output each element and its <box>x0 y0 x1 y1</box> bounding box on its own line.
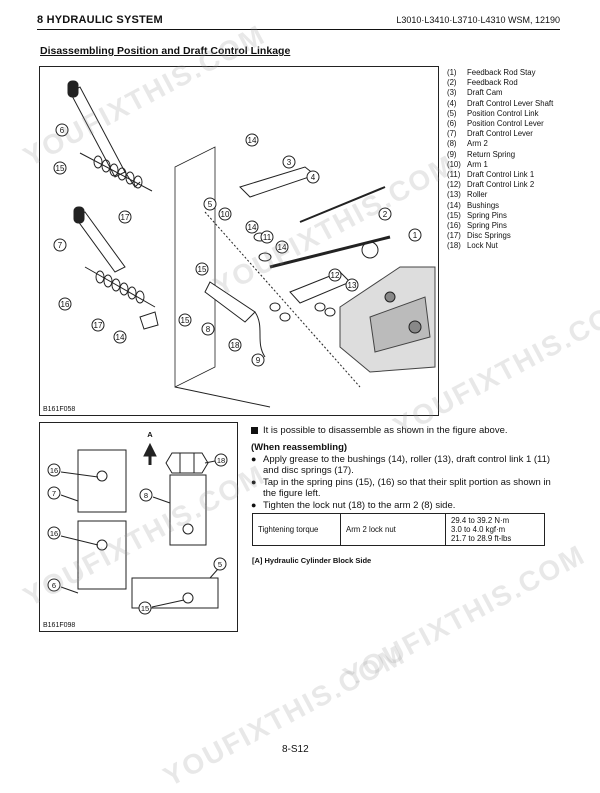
callout-15d: 15 <box>141 604 149 613</box>
reassembly-notes: It is possible to disassemble as shown i… <box>251 425 551 512</box>
callout-2: 2 <box>383 210 388 219</box>
watermark: YOUFIXTHIS.COM <box>338 538 591 693</box>
callout-8b: 8 <box>144 491 148 500</box>
callout-5: 5 <box>208 200 213 209</box>
legend-item: (11)Draft Control Link 1 <box>447 170 535 180</box>
figure-code: B161F098 <box>43 622 76 629</box>
reassembly-heading: (When reassembling) <box>251 442 348 453</box>
legend-item: (8)Arm 2 <box>447 139 488 149</box>
torque-item: Arm 2 lock nut <box>340 513 446 546</box>
callout-13: 13 <box>348 281 357 290</box>
callout-7b: 7 <box>52 489 56 498</box>
watermark: YOUFIXTHIS.COM <box>158 638 411 793</box>
bullet-icon: ● <box>251 477 257 487</box>
section-title: Disassembling Position and Draft Control… <box>40 45 291 57</box>
callout-16b: 16 <box>50 529 58 538</box>
legend-item: (16)Spring Pins <box>447 221 507 231</box>
page-number: 8-S12 <box>282 744 309 755</box>
note-text: It is possible to disassemble as shown i… <box>263 425 508 436</box>
parts-legend: (1)Feedback Rod Stay (2)Feedback Rod (3)… <box>447 68 577 252</box>
legend-item: (5)Position Control Link <box>447 108 539 118</box>
torque-values: 29.4 to 39.2 N·m 3.0 to 4.0 kgf·m 21.7 t… <box>445 513 545 546</box>
square-bullet-icon <box>251 427 258 434</box>
exploded-diagram: 6 15 17 7 16 17 14 14 3 4 5 10 14 11 14 … <box>39 66 439 416</box>
torque-table: Tightening torque Arm 2 lock nut 29.4 to… <box>252 513 545 546</box>
callout-14b: 14 <box>248 136 257 145</box>
header-rule <box>37 29 560 30</box>
cylinder-side-note: [A] Hydraulic Cylinder Block Side <box>252 556 372 565</box>
callout-15a: 15 <box>56 164 65 173</box>
spring-pin-diagram: A 16 7 16 6 8 18 15 5 B161F098 <box>39 422 238 632</box>
callout-12: 12 <box>331 271 340 280</box>
callout-17a: 17 <box>121 213 130 222</box>
legend-item: (2)Feedback Rod <box>447 78 518 88</box>
callout-16: 16 <box>61 300 70 309</box>
legend-item: (17)Disc Springs <box>447 231 511 241</box>
legend-item: (12)Draft Control Link 2 <box>447 180 535 190</box>
view-arrow-label: A <box>147 430 153 439</box>
callout-4: 4 <box>311 173 316 182</box>
legend-item: (9)Return Spring <box>447 149 516 159</box>
legend-item: (18)Lock Nut <box>447 241 498 251</box>
model-reference: L3010·L3410·L3710·L4310 WSM, 12190 <box>396 15 560 25</box>
reassembly-steps: ●Apply grease to the bushings (14), roll… <box>251 454 551 511</box>
callout-6b: 6 <box>52 581 56 590</box>
legend-item: (14)Bushings <box>447 200 500 210</box>
legend-item: (10)Arm 1 <box>447 159 488 169</box>
legend-item: (1)Feedback Rod Stay <box>447 68 536 77</box>
callout-14d: 14 <box>278 243 287 252</box>
callout-11: 11 <box>263 233 272 242</box>
callout-16a: 16 <box>50 466 58 475</box>
callout-18: 18 <box>231 341 240 350</box>
callout-14c: 14 <box>248 223 257 232</box>
step-item: ●Tap in the spring pins (15), (16) so th… <box>251 477 551 499</box>
callout-10: 10 <box>221 210 230 219</box>
torque-label: Tightening torque <box>252 513 341 546</box>
step-item: ●Tighten the lock nut (18) to the arm 2 … <box>251 500 456 511</box>
callout-3: 3 <box>287 158 292 167</box>
bullet-icon: ● <box>251 454 257 464</box>
callout-9: 9 <box>256 356 261 365</box>
legend-item: (13)Roller <box>447 190 488 200</box>
figure-code: B161F058 <box>43 406 76 413</box>
callout-7: 7 <box>58 241 63 250</box>
callout-14a: 14 <box>116 333 125 342</box>
callout-8: 8 <box>206 325 211 334</box>
legend-item: (6)Position Control Lever <box>447 119 544 129</box>
callout-6a: 6 <box>60 126 65 135</box>
exploded-diagram-drawing: 6 15 17 7 16 17 14 14 3 4 5 10 14 11 14 … <box>53 80 436 408</box>
bullet-icon: ● <box>251 500 257 510</box>
spring-pin-drawing: A 16 7 16 6 8 18 15 5 <box>47 430 228 615</box>
callout-17b: 17 <box>94 321 103 330</box>
callout-15b: 15 <box>198 265 207 274</box>
step-item: ●Apply grease to the bushings (14), roll… <box>251 454 551 476</box>
callout-15c: 15 <box>181 316 190 325</box>
legend-item: (15)Spring Pins <box>447 210 507 220</box>
legend-item: (7)Draft Control Lever <box>447 129 533 139</box>
legend-item: (4)Draft Control Lever Shaft <box>447 98 554 108</box>
callout-1: 1 <box>413 231 418 240</box>
chapter-heading: 8 HYDRAULIC SYSTEM <box>37 14 163 26</box>
callout-5b: 5 <box>218 560 222 569</box>
legend-item: (3)Draft Cam <box>447 88 503 98</box>
callout-18b: 18 <box>217 456 225 465</box>
